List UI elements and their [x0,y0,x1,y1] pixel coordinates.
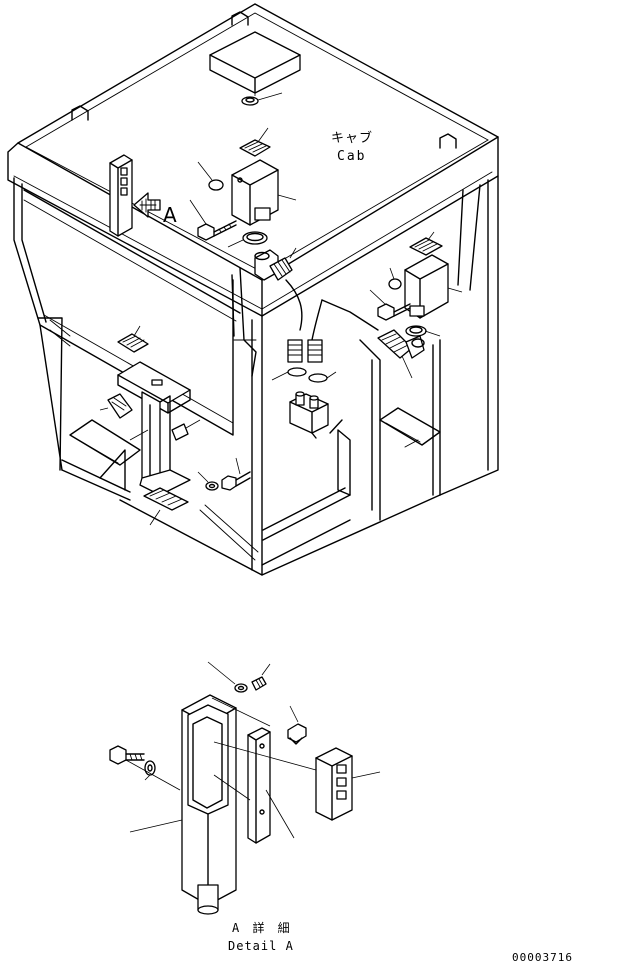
detail-a-group [109,661,381,915]
bolt-left [189,199,237,241]
bolt-right [369,289,411,321]
louver-grille-right [409,231,443,256]
detail-a-label-japanese: A 詳 細 [232,921,293,935]
console-stand [117,361,191,496]
cab-label-english: Cab [337,149,367,164]
hose-rings [271,367,337,383]
washer-console [197,471,219,491]
elbow-duct-left [254,247,297,281]
hose-bellows [287,339,323,363]
console-clip [171,419,201,441]
louver-grille-left-wall [117,325,149,353]
defroster-valve [289,391,329,439]
view-arrow-a [133,192,161,218]
wall-switch-panel [109,154,133,237]
console-bracket-left [99,393,133,419]
louver-grille-top [239,127,271,157]
roof-grommet [241,92,283,106]
detail-a-label-english: Detail A [228,939,294,953]
drawing-number: 00003716 [512,951,573,964]
cab-label-japanese: キャブ [331,131,374,146]
vent-bracket-right [404,254,463,319]
rubber-plug-right [388,267,402,290]
rubber-plug-left [197,161,224,191]
bolt-console [221,457,251,491]
view-arrow-label: A [163,203,177,227]
duct-hose-run [285,279,379,341]
vent-bracket-left [231,159,297,226]
hose-clamp-right [405,325,441,337]
hose-clamp-left [227,231,268,248]
roof-box [209,31,301,96]
floor-mat [143,487,189,526]
duct-hose-right [377,329,425,379]
